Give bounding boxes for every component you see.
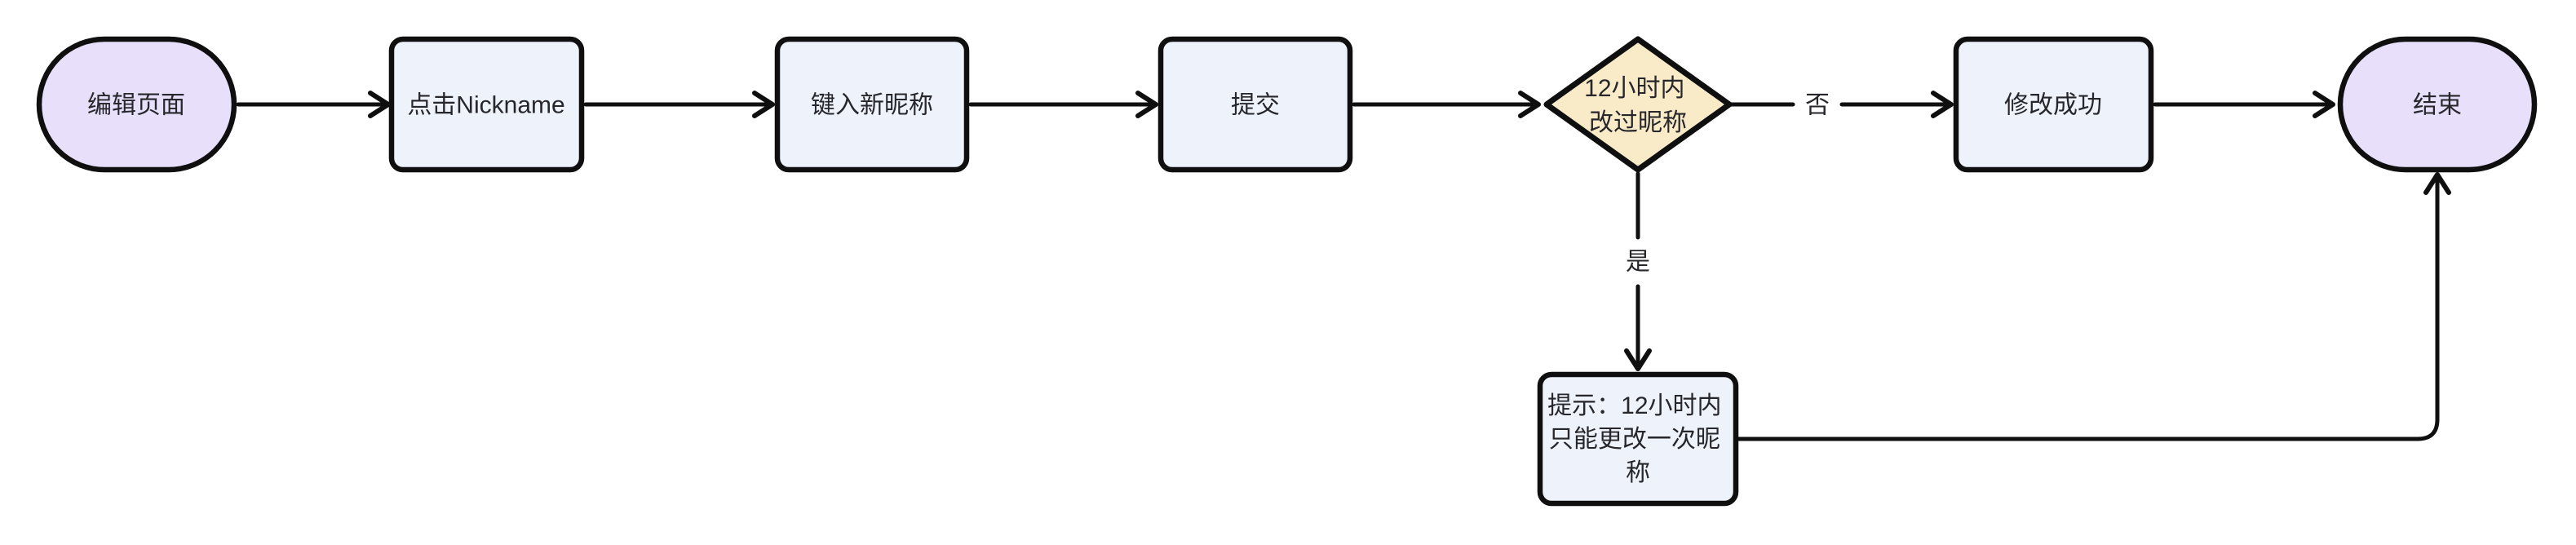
start-stadium-shape bbox=[36, 36, 237, 173]
end-label: 结束 bbox=[2413, 92, 2462, 119]
success-rect-shape bbox=[1953, 36, 2154, 173]
node-success: 修改成功 bbox=[1953, 36, 2154, 173]
edge-label-yes: 是 bbox=[1626, 249, 1650, 276]
click-nickname-rect-shape bbox=[388, 36, 585, 173]
hint-rect-shape bbox=[1537, 371, 1739, 507]
start-label: 编辑页面 bbox=[87, 92, 185, 119]
node-decision-changed-within-12h: 12小时内 改过昵称 bbox=[1543, 36, 1733, 173]
hint-label-line-2: 只能更改一次昵 bbox=[1549, 426, 1720, 453]
node-end: 结束 bbox=[2337, 36, 2538, 173]
node-hint: 提示：12小时内 只能更改一次昵 称 bbox=[1537, 371, 1739, 507]
success-label: 修改成功 bbox=[2004, 92, 2102, 119]
node-submit: 提交 bbox=[1157, 36, 1353, 173]
node-start: 编辑页面 bbox=[36, 36, 237, 173]
hint-label-line-1: 提示：12小时内 bbox=[1547, 392, 1721, 419]
click-nickname-label: 点击Nickname bbox=[407, 92, 564, 119]
end-stadium-shape bbox=[2337, 36, 2538, 173]
enter-nickname-rect-shape bbox=[774, 36, 970, 173]
hint-label-line-3: 称 bbox=[1626, 459, 1650, 486]
decision-label-line-2: 改过昵称 bbox=[1589, 109, 1687, 136]
node-enter-nickname: 键入新昵称 bbox=[774, 36, 970, 173]
submit-label: 提交 bbox=[1231, 92, 1280, 119]
decision-diamond-shape bbox=[1543, 36, 1733, 173]
edge-hint-to-end bbox=[1736, 172, 2451, 441]
decision-label-line-1: 12小时内 bbox=[1584, 75, 1684, 102]
enter-nickname-label: 键入新昵称 bbox=[811, 92, 933, 119]
decision-label: 12小时内 改过昵称 bbox=[1584, 75, 1692, 136]
node-click-nickname: 点击Nickname bbox=[388, 36, 585, 173]
submit-rect-shape bbox=[1157, 36, 1353, 173]
hint-label: 提示：12小时内 只能更改一次昵 称 bbox=[1547, 392, 1728, 486]
edge-label-no: 否 bbox=[1805, 92, 1830, 119]
